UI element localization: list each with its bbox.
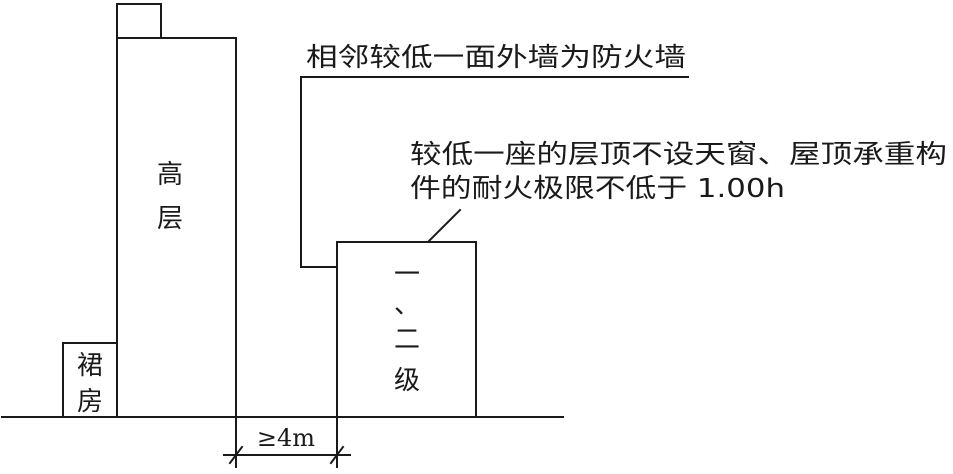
rooftop-structure [116,3,162,39]
roof-note-line-1: 较低一座的层顶不设天窗、屋顶承重构 [410,140,947,170]
high-rise-label-1: 高 [157,160,183,190]
dimension-tick-left [228,445,244,465]
distance-label: ≥4m [257,424,315,452]
podium-label-1: 裙 [77,351,103,381]
high-rise-building [116,37,237,418]
dimension-tick-right [329,445,345,465]
low-building-label-2: 、 [394,290,420,320]
firewall-leader-line [300,76,689,268]
podium-building [62,342,118,418]
firewall-note: 相邻较低一面外墙为防火墙 [306,43,686,73]
low-building-label-3: 二 [394,325,420,355]
low-building-label-1: 一 [394,260,420,290]
low-building [336,241,477,418]
roof-note-leader-line [426,208,462,244]
high-rise-label-2: 层 [157,204,183,234]
roof-note-line-2: 件的耐火极限不低于 1.00h [410,174,785,204]
podium-label-2: 房 [77,387,103,417]
low-building-label-4: 级 [394,366,420,396]
